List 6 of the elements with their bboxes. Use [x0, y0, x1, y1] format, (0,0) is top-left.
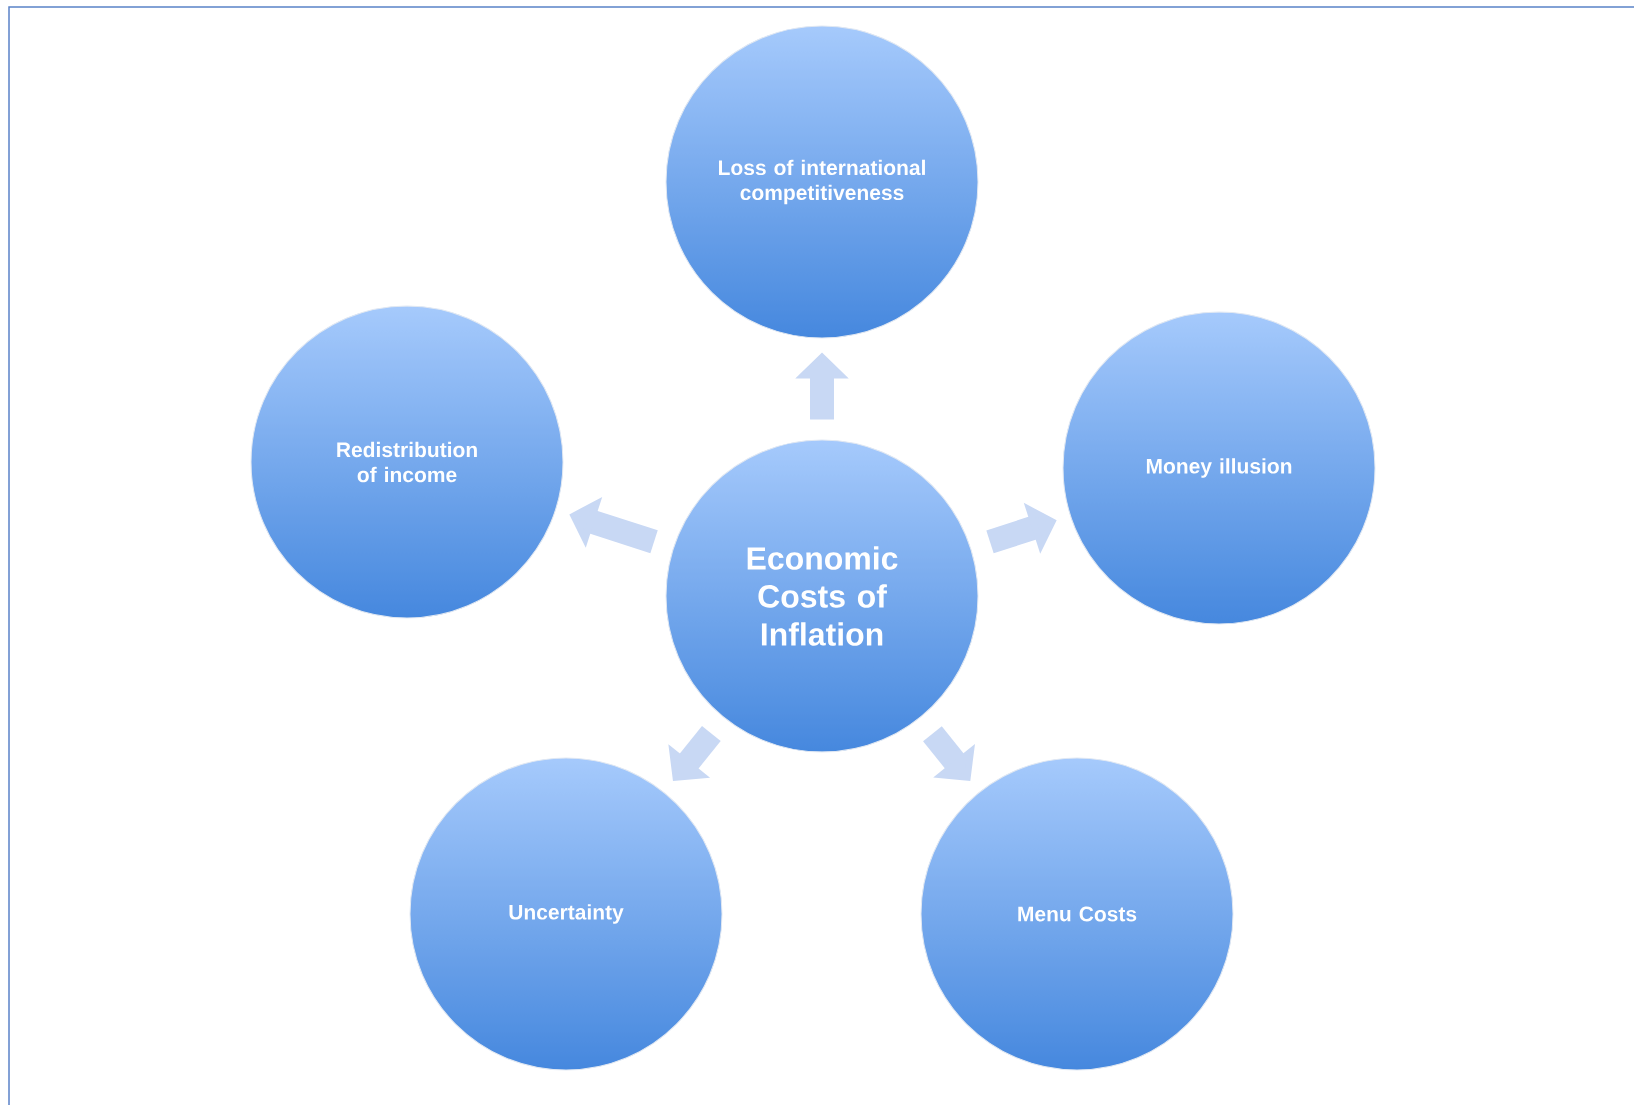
block-arrow	[923, 726, 975, 781]
circle-node: Uncertainty	[409, 757, 723, 1071]
circle-node: Loss of international competitiveness	[665, 25, 979, 339]
circle-node: Menu Costs	[920, 757, 1234, 1071]
circle-node: Money illusion	[1062, 311, 1376, 625]
circle-node: Redistribution of income	[250, 305, 564, 619]
